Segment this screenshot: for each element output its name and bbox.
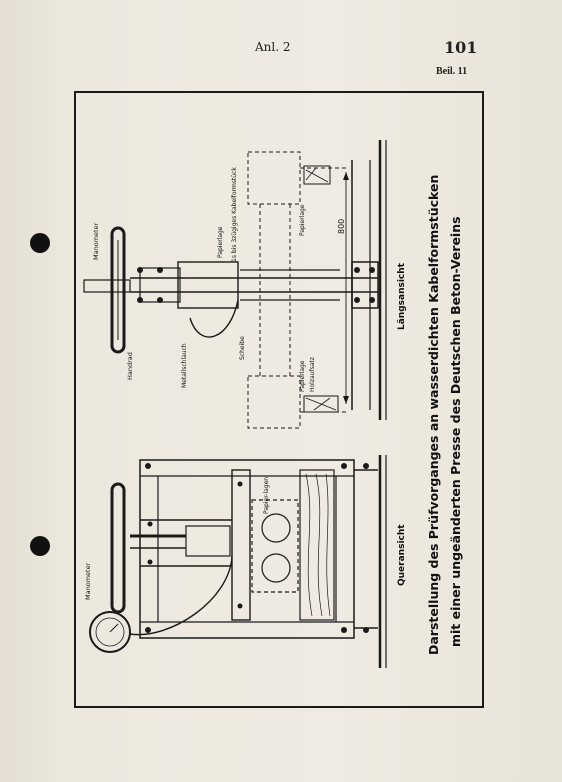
drawing-frame — [74, 91, 484, 708]
title-line-2: mit einer ungeänderten Presse des Deutsc… — [448, 216, 463, 647]
view-laengsansicht: Längsansicht — [397, 262, 407, 330]
label-metallschlauch: Metallschlauch — [181, 343, 188, 388]
page-number: 101 — [444, 38, 478, 57]
label-papierlage-2: Papierlage — [299, 204, 306, 236]
label-manometer-top: Manometer — [92, 222, 100, 260]
title-line-1: Darstellung des Prüfvorganges an wasserd… — [426, 175, 441, 655]
supplement-label: Beil. 11 — [436, 66, 468, 77]
label-kabelformstueck: 1s bis 3zügiges Kabelformstück — [231, 167, 238, 262]
punch-hole-bottom — [30, 536, 50, 556]
label-handrad: Handrad — [126, 352, 134, 380]
label-papierlagen: Papier-lagen — [263, 477, 270, 514]
label-papierlage-3: Papierlage — [299, 360, 306, 392]
label-papierlage-1: Papierlage — [217, 226, 224, 258]
punch-hole-top — [30, 233, 50, 253]
dimension-800: 800 — [337, 219, 346, 234]
label-scheibe: Scheibe — [239, 336, 246, 360]
view-queransicht: Queransicht — [397, 524, 407, 586]
annex-label: Anl. 2 — [255, 40, 291, 54]
label-manometer-bottom: Manometer — [84, 562, 92, 600]
label-holzaufsatz: Holzaufsatz — [309, 357, 316, 392]
